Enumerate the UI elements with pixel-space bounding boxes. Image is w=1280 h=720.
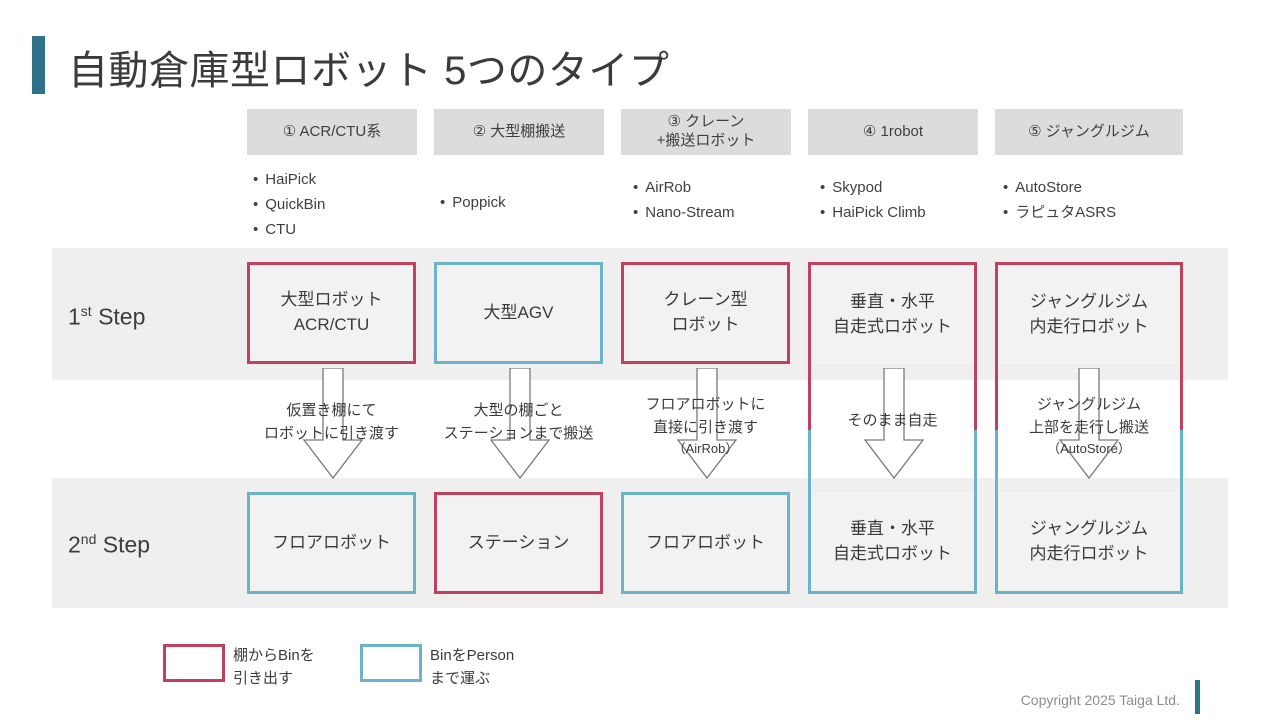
title-accent-bar bbox=[32, 36, 45, 94]
list-item: AutoStore bbox=[1003, 175, 1116, 200]
transition-caption-3: フロアロボットに 直接に引き渡す （AirRob） bbox=[621, 394, 790, 459]
footer-accent-bar bbox=[1195, 680, 1200, 714]
column-items-2: Poppick bbox=[440, 190, 505, 215]
legend-label-blue-line2: まで運ぶ bbox=[430, 669, 491, 687]
step1-box-5-line1: ジャングルジム bbox=[1029, 291, 1149, 311]
step2-box-2-line1: ステーション bbox=[467, 532, 570, 552]
step1-box-2[interactable]: 大型AGV bbox=[434, 262, 603, 364]
transition-caption-1-line1: 仮置き棚にて bbox=[286, 402, 377, 419]
column-4-right-rail-bottom bbox=[974, 430, 977, 492]
column-5-right-rail-top bbox=[1180, 364, 1183, 430]
step1-box-3-line1: クレーン型 bbox=[663, 290, 748, 310]
step1-ordinal: st bbox=[80, 303, 92, 319]
transition-arrow-4 bbox=[861, 368, 927, 480]
step2-box-3-line1: フロアロボット bbox=[646, 532, 765, 552]
step2-box-4[interactable]: 垂直・水平自走式ロボット bbox=[808, 492, 977, 594]
column-5-left-rail-bottom bbox=[995, 430, 998, 492]
column-header-3[interactable]: ③ クレーン+搬送ロボット bbox=[621, 109, 791, 155]
step2-box-5-line1: ジャングルジム bbox=[1029, 518, 1149, 538]
transition-caption-5-line3: （AutoStore） bbox=[1047, 441, 1131, 456]
page-title: 自動倉庫型ロボット 5つのタイプ bbox=[68, 49, 670, 93]
column-header-2[interactable]: ② 大型棚搬送 bbox=[434, 109, 604, 155]
list-item: AirRob bbox=[633, 175, 734, 200]
step1-number: 1 bbox=[68, 303, 81, 330]
column-header-1[interactable]: ① ACR/CTU系 bbox=[247, 109, 417, 155]
legend-label-red: 棚からBinを 引き出す bbox=[233, 645, 315, 690]
column-5-right-rail-bottom bbox=[1180, 430, 1183, 492]
step1-box-4-line1: 垂直・水平 bbox=[850, 291, 935, 311]
transition-caption-1-line2: ロボットに引き渡す bbox=[263, 424, 399, 442]
step1-box-1-line2: ACR/CTU bbox=[293, 315, 370, 334]
transition-caption-5-line2: 上部を走行し搬送 bbox=[1028, 418, 1149, 436]
legend-label-blue: BinをPerson まで運ぶ bbox=[430, 645, 514, 690]
transition-caption-3-line3: （AirRob） bbox=[672, 441, 739, 456]
transition-caption-2-line2: ステーションまで搬送 bbox=[443, 424, 594, 442]
transition-caption-5: ジャングルジム 上部を走行し搬送 （AutoStore） bbox=[995, 394, 1183, 459]
legend-label-red-line2: 引き出す bbox=[233, 669, 294, 687]
column-4-left-rail-bottom bbox=[808, 430, 811, 492]
column-header-4[interactable]: ④ 1robot bbox=[808, 109, 978, 155]
list-item: Poppick bbox=[440, 190, 505, 215]
transition-caption-2: 大型の棚ごと ステーションまで搬送 bbox=[424, 400, 613, 445]
step2-word: Step bbox=[96, 531, 151, 558]
column-4-left-rail-top bbox=[808, 364, 811, 430]
legend-swatch-red bbox=[163, 644, 225, 682]
column-items-3: AirRob Nano-Stream bbox=[633, 175, 734, 225]
step2-box-2[interactable]: ステーション bbox=[434, 492, 603, 594]
step1-box-3-line2: ロボット bbox=[671, 315, 740, 334]
transition-caption-5-line1: ジャングルジム bbox=[1036, 396, 1142, 413]
transition-caption-3-line2: 直接に引き渡す bbox=[652, 418, 758, 436]
column-items-1: HaiPick QuickBin CTU bbox=[253, 167, 325, 242]
column-header-3-line1: ③ クレーン bbox=[667, 113, 745, 131]
legend-label-red-line1: 棚からBinを bbox=[233, 647, 315, 664]
step2-box-1-line1: フロアロボット bbox=[272, 532, 391, 552]
column-4-right-rail-top bbox=[974, 364, 977, 430]
step2-box-4-line1: 垂直・水平 bbox=[850, 518, 935, 538]
step2-number: 2 bbox=[68, 531, 81, 558]
step1-box-2-line1: 大型AGV bbox=[483, 302, 554, 322]
transition-caption-2-line1: 大型の棚ごと bbox=[473, 402, 564, 419]
step1-label: 1st Step bbox=[68, 303, 145, 331]
step2-box-3[interactable]: フロアロボット bbox=[621, 492, 790, 594]
list-item: ラピュタASRS bbox=[1003, 200, 1116, 225]
column-5-left-rail-top bbox=[995, 364, 998, 430]
list-item: QuickBin bbox=[253, 192, 325, 217]
list-item: HaiPick Climb bbox=[820, 200, 925, 225]
column-items-4: Skypod HaiPick Climb bbox=[820, 175, 926, 225]
legend-label-blue-line1: BinをPerson bbox=[430, 647, 515, 664]
legend-swatch-blue bbox=[360, 644, 422, 682]
copyright-text: Copyright 2025 Taiga Ltd. bbox=[1020, 692, 1180, 708]
step1-box-1-line1: 大型ロボット bbox=[280, 290, 383, 310]
transition-arrow-3 bbox=[674, 368, 740, 480]
step1-word: Step bbox=[91, 303, 146, 330]
step1-box-4[interactable]: 垂直・水平自走式ロボット bbox=[808, 262, 977, 364]
step2-box-1[interactable]: フロアロボット bbox=[247, 492, 416, 594]
list-item: HaiPick bbox=[253, 167, 325, 192]
step1-box-5[interactable]: ジャングルジム内走行ロボット bbox=[995, 262, 1183, 364]
list-item: Nano-Stream bbox=[633, 200, 734, 225]
step2-box-4-line2: 自走式ロボット bbox=[833, 543, 952, 563]
step1-box-4-line2: 自走式ロボット bbox=[833, 316, 952, 336]
step1-box-1[interactable]: 大型ロボット ACR/CTU bbox=[247, 262, 416, 364]
step2-ordinal: nd bbox=[80, 531, 97, 547]
step2-box-5-line2: 内走行ロボット bbox=[1029, 543, 1149, 563]
step1-box-3[interactable]: クレーン型ロボット bbox=[621, 262, 790, 364]
step2-label: 2nd Step bbox=[68, 531, 150, 559]
column-header-5[interactable]: ⑤ ジャングルジム bbox=[995, 109, 1183, 155]
step1-box-5-line2: 内走行ロボット bbox=[1029, 316, 1149, 336]
transition-caption-1: 仮置き棚にて ロボットに引き渡す bbox=[247, 400, 416, 445]
list-item: Skypod bbox=[820, 175, 926, 200]
column-header-3-line2: +搬送ロボット bbox=[656, 132, 756, 149]
transition-caption-4: そのまま自走 bbox=[808, 410, 977, 433]
transition-arrow-5 bbox=[1056, 368, 1122, 480]
list-item: CTU bbox=[253, 217, 325, 242]
transition-arrow-1 bbox=[300, 368, 366, 480]
step2-box-5[interactable]: ジャングルジム内走行ロボット bbox=[995, 492, 1183, 594]
transition-arrow-2 bbox=[487, 368, 553, 480]
transition-caption-3-line1: フロアロボットに bbox=[645, 396, 766, 413]
column-items-5: AutoStore ラピュタASRS bbox=[1003, 175, 1116, 225]
transition-caption-4-line1: そのまま自走 bbox=[847, 412, 938, 429]
